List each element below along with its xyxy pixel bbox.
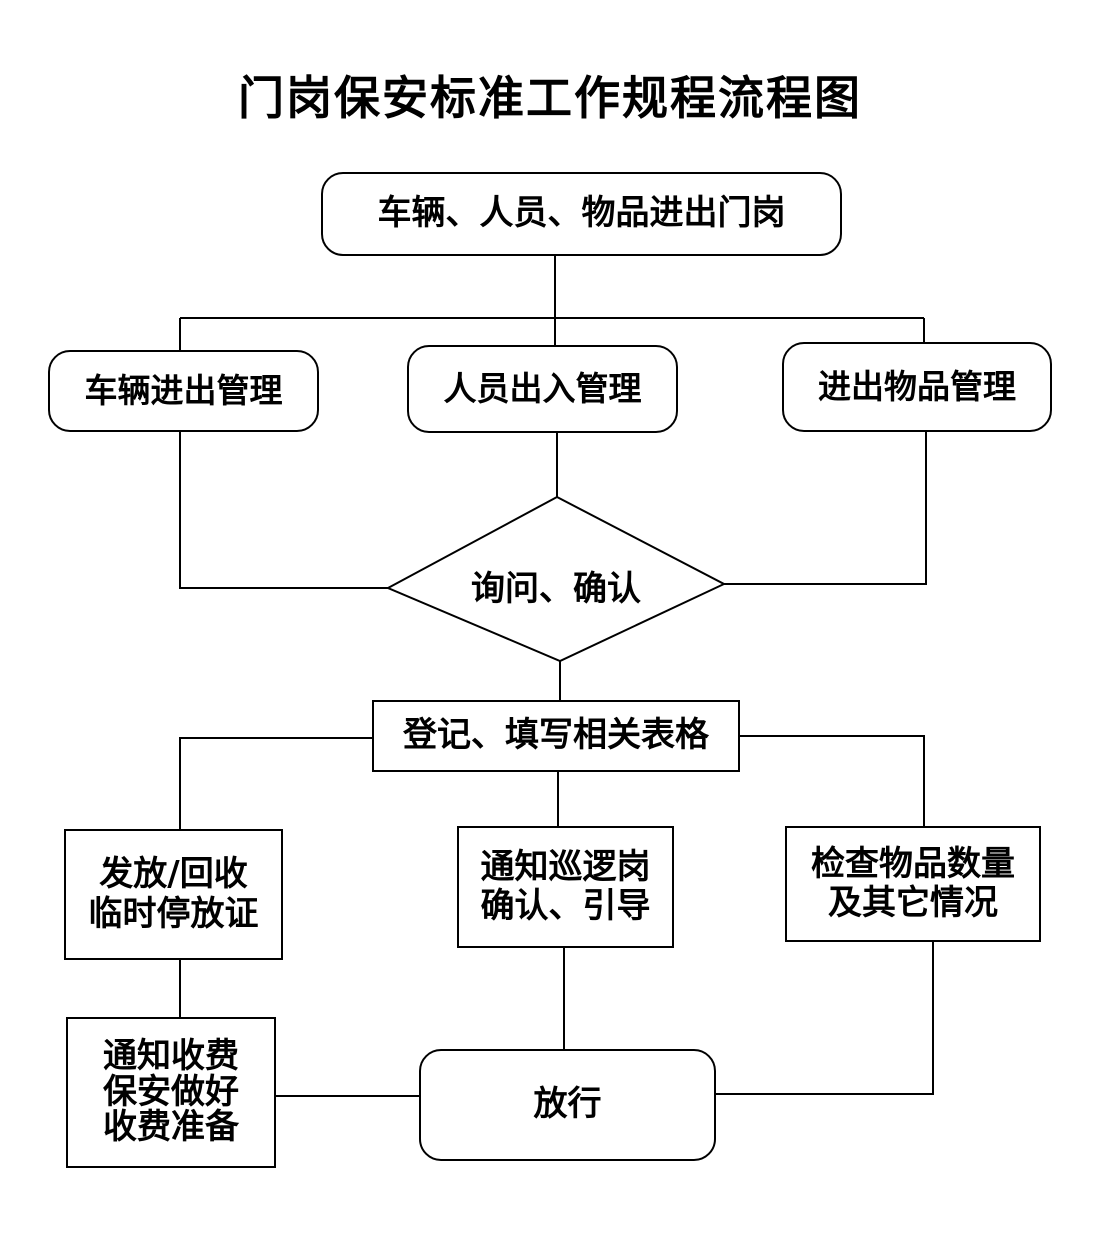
notify-patrol-node: 通知巡逻岗 确认、引导 (457, 826, 674, 948)
release-node: 放行 (419, 1049, 716, 1161)
goods-mgmt-node: 进出物品管理 (782, 342, 1052, 432)
check-goods-label: 检查物品数量 及其它情况 (811, 843, 1015, 923)
parking-pass-node: 发放/回收 临时停放证 (64, 829, 283, 960)
entry-label: 车辆、人员、物品进出门岗 (377, 193, 786, 234)
vehicle-mgmt-node: 车辆进出管理 (48, 350, 319, 432)
goods-mgmt-label: 进出物品管理 (818, 367, 1016, 407)
connector-register-to-goods-check (740, 735, 925, 826)
entry-node: 车辆、人员、物品进出门岗 (321, 172, 842, 256)
notify-fee-node: 通知收费 保安做好 收费准备 (66, 1017, 276, 1168)
page-title: 门岗保安标准工作规程流程图 (238, 71, 862, 125)
vehicle-mgmt-label: 车辆进出管理 (84, 371, 283, 411)
personnel-mgmt-node: 人员出入管理 (407, 345, 678, 433)
register-label: 登记、填写相关表格 (403, 715, 709, 756)
check-goods-node: 检查物品数量 及其它情况 (785, 826, 1041, 942)
connector-register-to-parking (179, 737, 372, 829)
notify-patrol-label: 通知巡逻岗 确认、引导 (480, 846, 651, 926)
decision-diamond (385, 495, 727, 663)
parking-pass-label: 发放/回收 临时停放证 (88, 854, 259, 934)
notify-fee-label: 通知收费 保安做好 收费准备 (103, 1035, 239, 1148)
connector-goods-check-to-release (716, 942, 934, 1095)
connector-goods-to-diamond (724, 432, 927, 585)
release-label: 放行 (533, 1084, 602, 1125)
inquire-confirm-label: 询问、确认 (471, 568, 641, 609)
register-node: 登记、填写相关表格 (372, 700, 740, 772)
personnel-mgmt-label: 人员出入管理 (443, 369, 642, 409)
connector-vehicle-to-diamond (179, 432, 388, 589)
